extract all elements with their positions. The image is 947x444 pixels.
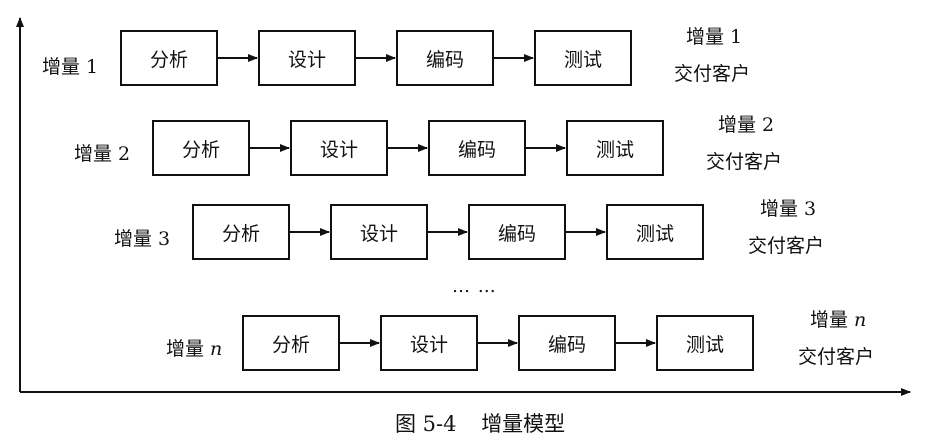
delivery-customer: 交付客户 bbox=[706, 151, 783, 173]
caption-title: 增量模型 bbox=[481, 412, 566, 436]
delivery-increment-text: 增量 bbox=[760, 198, 799, 220]
caption-figure-number: 图 5-4 bbox=[395, 412, 457, 436]
stage-box: 分析 bbox=[242, 315, 340, 371]
increment-label-number: 2 bbox=[118, 143, 131, 165]
increment-label-number: n bbox=[210, 338, 223, 360]
increment-label-number: 1 bbox=[86, 56, 99, 78]
increment-label-text: 增量 bbox=[42, 56, 81, 78]
increment-label-text: 增量 bbox=[166, 338, 205, 360]
stage-box: 分析 bbox=[192, 204, 290, 260]
delivery-customer: 交付客户 bbox=[748, 235, 825, 257]
stage-box: 测试 bbox=[534, 30, 632, 86]
stage-box: 编码 bbox=[428, 120, 526, 176]
delivery-increment-number: 2 bbox=[762, 114, 775, 136]
delivery-increment-number: 1 bbox=[730, 26, 743, 48]
delivery-increment-number: n bbox=[854, 309, 867, 331]
stage-box: 编码 bbox=[396, 30, 494, 86]
stage-box: 设计 bbox=[290, 120, 388, 176]
stage-box: 编码 bbox=[468, 204, 566, 260]
stage-box: 设计 bbox=[330, 204, 428, 260]
stage-box: 分析 bbox=[120, 30, 218, 86]
increment-label-text: 增量 bbox=[74, 143, 113, 165]
increment-label-number: 3 bbox=[158, 228, 171, 250]
stage-box: 测试 bbox=[656, 315, 754, 371]
stage-box: 设计 bbox=[380, 315, 478, 371]
increment-label-text: 增量 bbox=[114, 228, 153, 250]
stage-box: 编码 bbox=[518, 315, 616, 371]
delivery-customer: 交付客户 bbox=[798, 346, 875, 368]
delivery-customer: 交付客户 bbox=[674, 63, 751, 85]
ellipsis: … … bbox=[452, 276, 497, 297]
stage-box: 设计 bbox=[258, 30, 356, 86]
stage-box: 测试 bbox=[566, 120, 664, 176]
delivery-increment-text: 增量 bbox=[686, 26, 725, 48]
stage-box: 测试 bbox=[606, 204, 704, 260]
delivery-increment-text: 增量 bbox=[718, 114, 757, 136]
delivery-increment-number: 3 bbox=[804, 198, 817, 220]
stage-box: 分析 bbox=[152, 120, 250, 176]
figure-caption: 图 5-4 增量模型 bbox=[395, 408, 565, 438]
stage-arrows bbox=[218, 54, 656, 347]
delivery-increment-text: 增量 bbox=[810, 309, 849, 331]
